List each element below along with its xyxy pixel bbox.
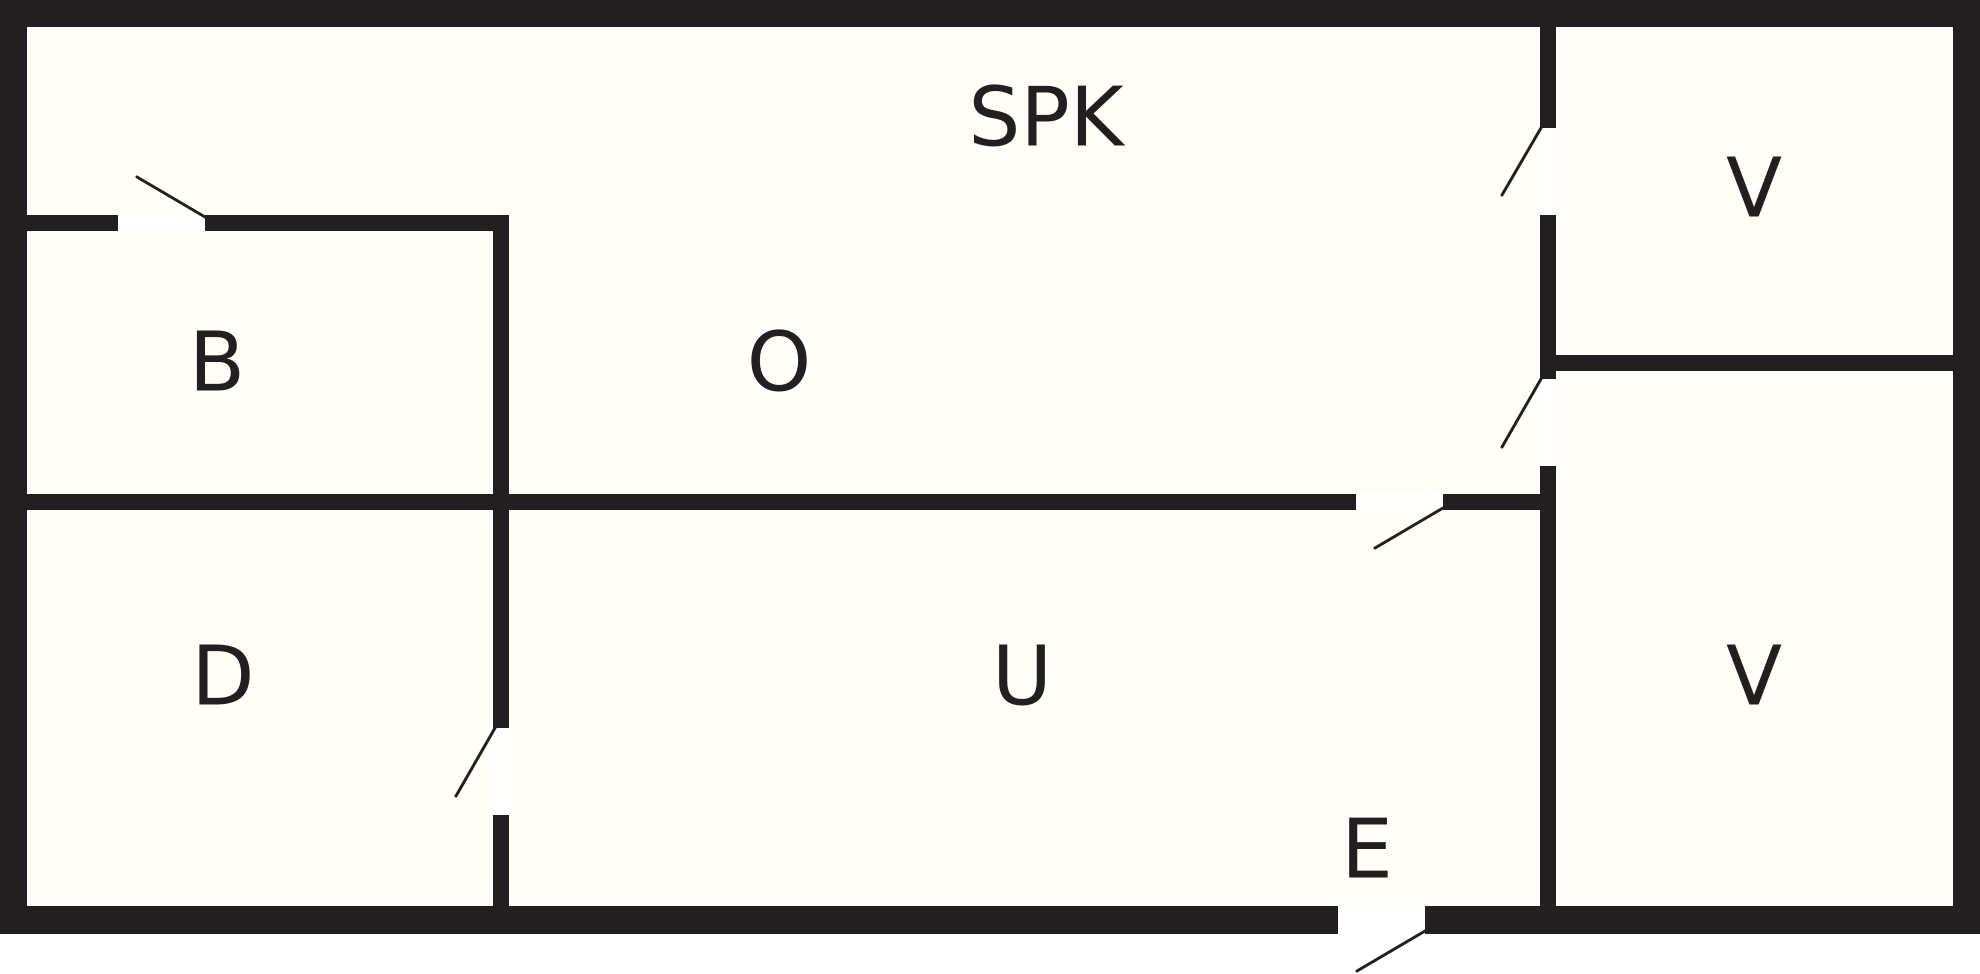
room-label-b: B bbox=[189, 316, 245, 411]
door-openings bbox=[118, 128, 1556, 934]
door-leaf-v2 bbox=[1500, 377, 1543, 449]
wall-b-top bbox=[20, 215, 509, 231]
wall-bottom bbox=[0, 906, 1980, 934]
door-leaf-v1 bbox=[1500, 126, 1543, 197]
door-leaf-b bbox=[135, 175, 207, 219]
wall-top bbox=[0, 0, 1980, 27]
room-label-u: U bbox=[992, 630, 1052, 725]
door-leaf-entrance bbox=[1355, 929, 1427, 973]
door-swings bbox=[135, 126, 1543, 973]
wall-left bbox=[0, 0, 27, 934]
wall-vertical-right bbox=[1540, 20, 1556, 915]
room-label-o: O bbox=[747, 316, 812, 411]
room-label-v2: V bbox=[1726, 630, 1782, 725]
room-label-d: D bbox=[191, 630, 254, 725]
room-label-spk: SPK bbox=[968, 71, 1125, 166]
opening-d bbox=[493, 728, 509, 815]
wall-middle-horizontal bbox=[20, 494, 1553, 510]
room-labels: SPK B O V D U V E bbox=[189, 71, 1782, 898]
opening-b bbox=[118, 215, 205, 231]
opening-v1 bbox=[1540, 128, 1556, 215]
exterior-walls bbox=[0, 0, 1980, 934]
door-leaf-u bbox=[1373, 506, 1445, 550]
wall-right bbox=[1953, 0, 1980, 934]
wall-v-divider bbox=[1540, 355, 1958, 371]
door-leaf-d bbox=[454, 726, 497, 798]
opening-u bbox=[1356, 494, 1443, 510]
opening-entrance bbox=[1338, 906, 1425, 934]
room-label-e: E bbox=[1341, 803, 1393, 898]
floor-area bbox=[20, 20, 1958, 931]
room-label-v1: V bbox=[1726, 142, 1782, 237]
opening-v2 bbox=[1540, 379, 1556, 466]
